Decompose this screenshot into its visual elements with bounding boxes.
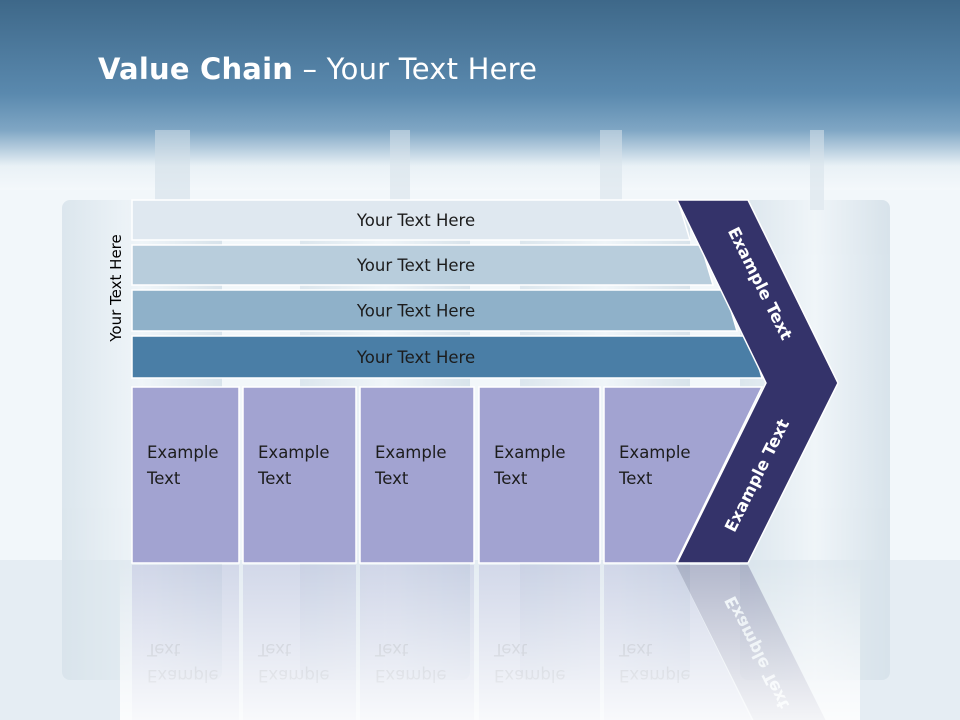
step-label-line1-3: Example	[375, 443, 447, 462]
tier-label-2: Your Text Here	[356, 256, 475, 275]
reflection-group: ExampleTextExampleTextExampleTextExample…	[120, 564, 860, 720]
tier-bar-4	[131, 335, 763, 379]
step-box-2	[242, 386, 357, 564]
step-box-5	[603, 386, 764, 564]
reflection-fade	[120, 564, 860, 720]
slide-title: Value Chain – Your Text Here	[98, 52, 537, 86]
step-box-3	[359, 386, 475, 564]
tier-bar-2	[131, 244, 715, 286]
title-rest: – Your Text Here	[293, 52, 538, 86]
step-box-4	[478, 386, 601, 564]
step-label-line2-3: Text	[374, 469, 409, 488]
step-label-line1-1: Example	[147, 443, 219, 462]
tier-bar-1	[131, 199, 692, 241]
title-bold: Value Chain	[98, 52, 294, 86]
step-label-line1-2: Example	[258, 443, 330, 462]
step-label-line1-4: Example	[494, 443, 566, 462]
side-label: Your Text Here	[107, 234, 125, 342]
chevron-shape	[675, 199, 839, 564]
step-box-1	[131, 386, 240, 564]
tier-label-1: Your Text Here	[356, 211, 475, 230]
tier-bar-3	[131, 289, 739, 332]
step-label-line2-4: Text	[493, 469, 528, 488]
tier-label-4: Your Text Here	[356, 348, 475, 367]
tier-label-3: Your Text Here	[356, 302, 475, 321]
step-label-line2-5: Text	[618, 469, 653, 488]
step-label-line2-2: Text	[257, 469, 292, 488]
step-label-line2-1: Text	[146, 469, 181, 488]
step-label-line1-5: Example	[619, 443, 691, 462]
